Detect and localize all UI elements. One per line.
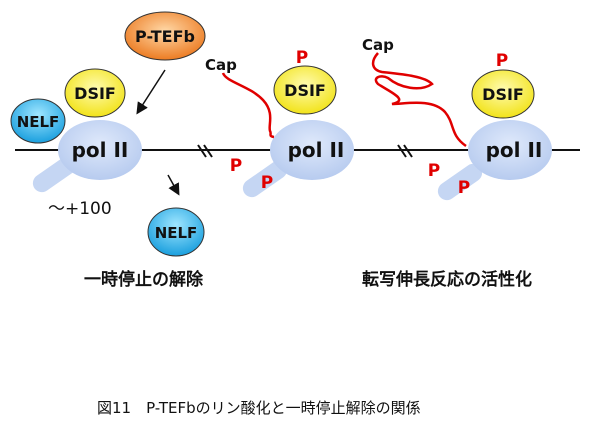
dsif-ellipse <box>273 65 337 115</box>
pol2-ctd-tail <box>437 163 483 201</box>
dsif-label: DSIF <box>74 84 116 103</box>
pol2-ctd-tail <box>242 160 288 198</box>
phospho-ctd-1: P <box>230 156 242 176</box>
arrow-nelf-release <box>167 174 180 196</box>
arrow-ptefb-to-pol2 <box>136 69 166 115</box>
cap-label: Cap <box>205 56 237 74</box>
stage-title-elongation: 転写伸長反応の活性化 <box>362 270 532 290</box>
nelf-label: NELF <box>17 113 60 131</box>
nelf-ellipse <box>10 98 66 144</box>
dsif-ellipse <box>471 69 535 119</box>
dsif-label: DSIF <box>284 81 326 100</box>
pol2-label: pol II <box>486 138 543 162</box>
nelf-released-ellipse <box>147 207 205 257</box>
position-label: ～+100 <box>48 199 112 219</box>
break-mark-1 <box>197 144 213 158</box>
ptefb-ellipse <box>124 11 206 61</box>
pol2-ellipse <box>58 120 142 180</box>
stage-title-pause-release: 一時停止の解除 <box>84 270 203 290</box>
complex-released: pol II DSIF P P P Cap <box>205 48 354 198</box>
figure-caption: 図11 P-TEFbのリン酸化と一時停止解除の関係 <box>97 399 421 417</box>
pol2-label: pol II <box>288 138 345 162</box>
dsif-ellipse <box>64 68 126 118</box>
rna-strand <box>221 72 275 139</box>
phospho-ctd-1: P <box>428 161 440 181</box>
rna-strand <box>371 52 467 148</box>
dsif-label: DSIF <box>482 85 524 104</box>
ptefb-label: P-TEFb <box>135 27 195 46</box>
phospho-ctd-2: P <box>458 178 470 198</box>
complex-paused: pol II DSIF NELF P-TEFb ～+100 NELF <box>10 11 206 257</box>
cap-label: Cap <box>362 36 394 54</box>
phospho-dsif: P <box>296 48 308 68</box>
phospho-dsif: P <box>496 51 508 71</box>
pol2-ellipse <box>270 120 354 180</box>
complex-elongating: pol II DSIF P P P Cap <box>362 36 552 201</box>
pol2-ellipse <box>468 120 552 180</box>
nelf-released-label: NELF <box>155 224 198 242</box>
phospho-ctd-2: P <box>261 173 273 193</box>
break-mark-2 <box>397 144 413 158</box>
pol2-label: pol II <box>72 138 129 162</box>
